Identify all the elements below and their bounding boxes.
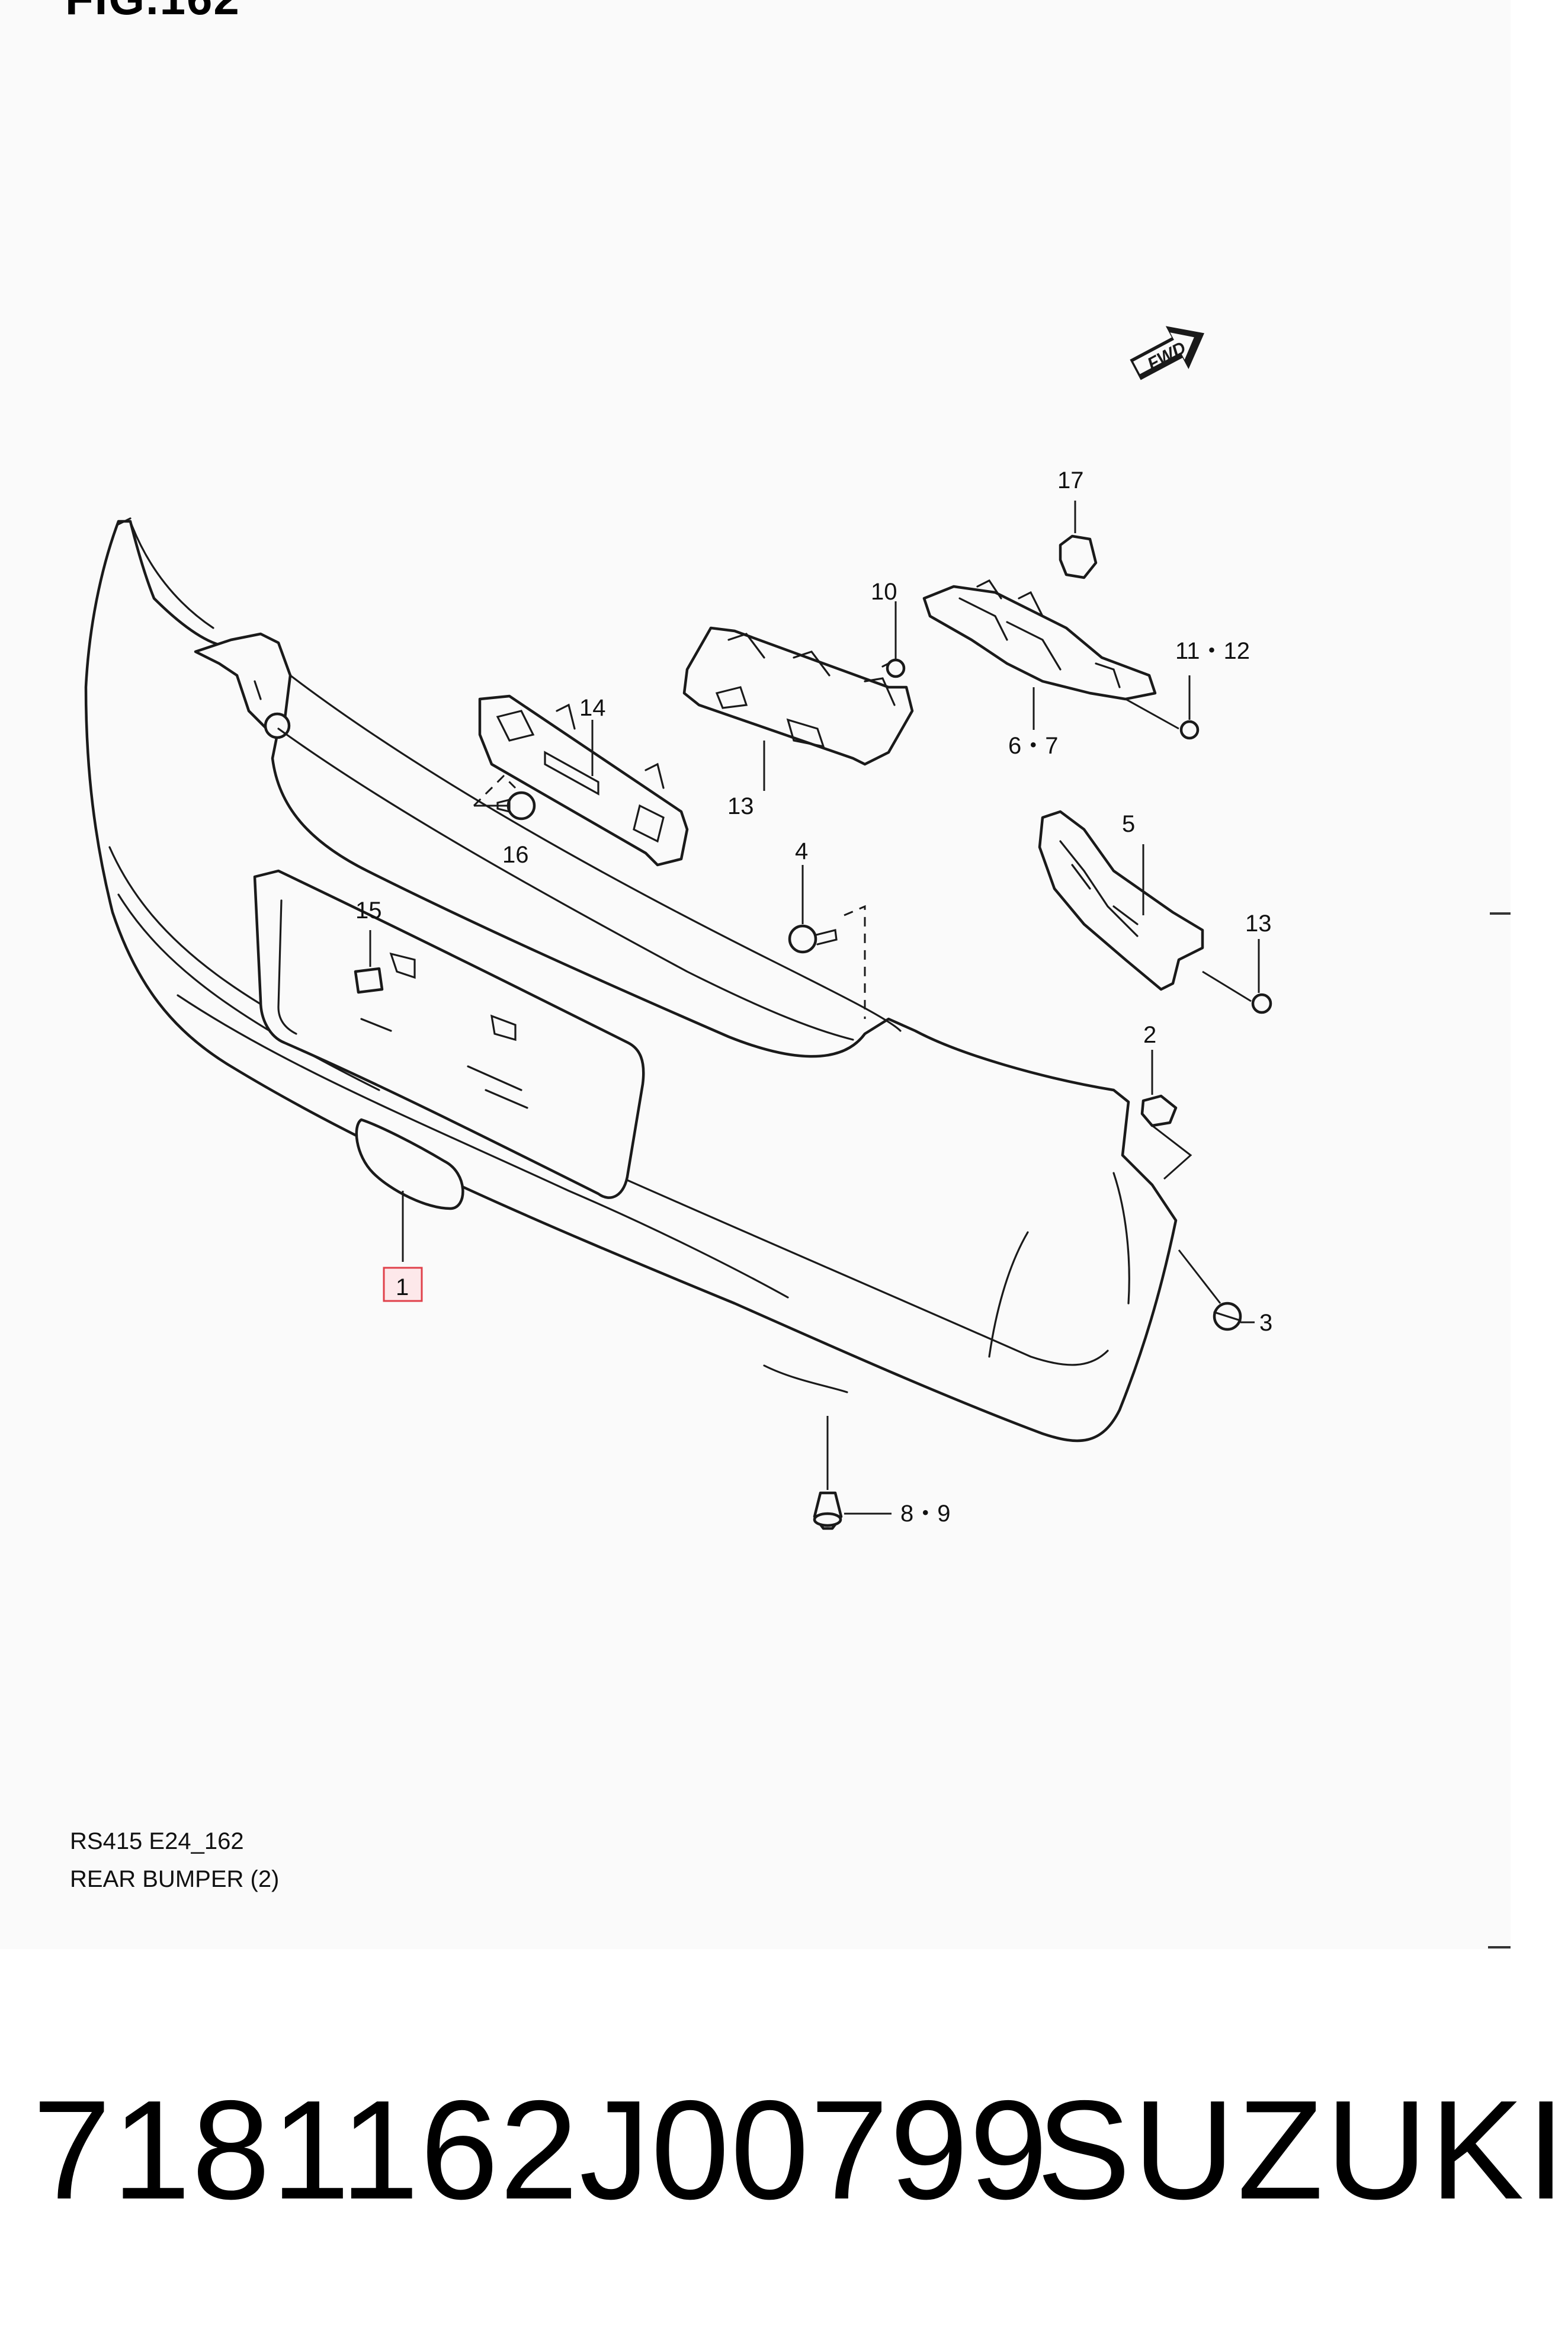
screw-part-10	[881, 658, 906, 678]
figure-title: FIG.162	[65, 0, 241, 25]
screw-part-13-upper	[1179, 720, 1200, 740]
rear-bumper-fascia	[84, 517, 1178, 1443]
diagram-panel: FIG.162 FWD	[65, 0, 1511, 1948]
edge-mark-right	[1490, 912, 1511, 915]
fwd-arrow-icon: FWD	[1130, 326, 1204, 380]
callout-4: 4	[795, 838, 808, 864]
part-number: 7181162J00799	[33, 2072, 1049, 2229]
product-banner: 7181162J00799 SUZUKI	[0, 2038, 1566, 2263]
clip-part-3	[1213, 1302, 1242, 1331]
diagram-name: REAR BUMPER (2)	[70, 1866, 280, 1892]
callout-13-upper: 11・12	[1175, 638, 1250, 664]
callout-2: 2	[1143, 1022, 1156, 1048]
bolt-part-4	[788, 924, 838, 954]
diagram-code: RS415 E24_162	[70, 1828, 244, 1854]
side-bracket-part-8-9	[922, 579, 1157, 701]
callout-17: 17	[1057, 467, 1084, 493]
edge-mark-bottom	[1488, 1946, 1511, 1948]
callout-14: 14	[579, 695, 606, 721]
license-bracket-part-14	[478, 694, 689, 867]
callout-1-box	[383, 1267, 423, 1302]
center-bracket-part-11-12	[682, 626, 914, 766]
callout-5: 8・9	[900, 1501, 951, 1527]
brand-name: SUZUKI	[1037, 2072, 1568, 2229]
callout-6-7: 5	[1122, 811, 1135, 837]
clip-part-15	[354, 967, 384, 994]
exploded-parts-diagram: FWD	[84, 326, 1272, 1530]
callout-1: 1	[396, 1274, 409, 1300]
callout-15: 15	[355, 898, 382, 924]
callout-3: 3	[1259, 1310, 1272, 1336]
cap-part-17	[1059, 534, 1098, 579]
callout-10: 10	[871, 579, 897, 605]
nut-part-2	[1140, 1094, 1178, 1127]
callout-8-9: 6・7	[1008, 733, 1059, 759]
side-bracket-part-6-7	[1038, 810, 1204, 991]
callout-11-12: 13	[727, 793, 754, 819]
callout-13-lower: 13	[1245, 911, 1272, 937]
push-clip-part-5	[813, 1491, 843, 1530]
callout-16: 16	[502, 842, 529, 868]
screw-part-13-lower	[1251, 993, 1272, 1014]
